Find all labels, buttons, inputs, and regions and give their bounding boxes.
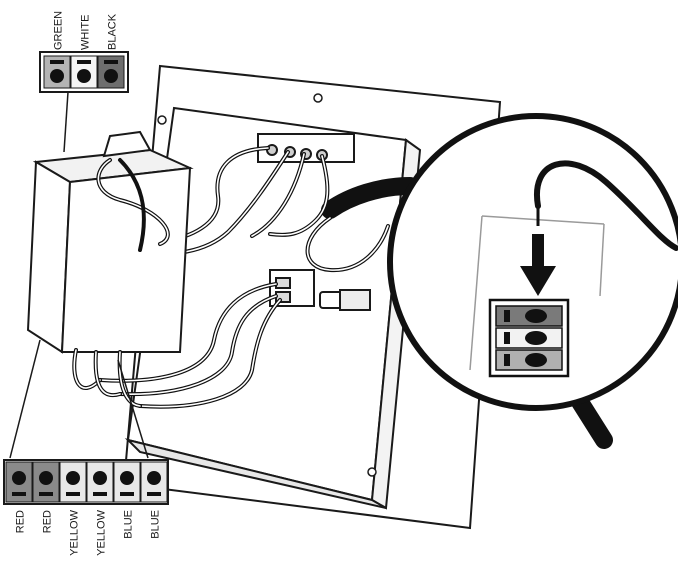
terminal-screw-icon [120,471,134,485]
controller-box [26,130,194,354]
terminal-screw-icon [93,471,107,485]
inset-wire [533,160,678,251]
connector-block [269,269,315,307]
top-terminal-block [39,51,129,93]
terminal-screw-icon [525,353,547,367]
bottom-terminal-label: BLUE [150,510,162,539]
terminal-slot [147,492,161,496]
inset-magnifier [387,113,678,449]
bottom-terminal-block [3,459,169,505]
terminal-slot [50,60,64,64]
terminal-screw-icon [147,471,161,485]
top-terminal-label: WHITE [80,15,92,50]
terminal-screw-icon [77,69,91,83]
bottom-terminal-label: YELLOW [69,509,81,555]
terminal-slot [104,60,118,64]
terminal-slot [77,60,91,64]
housing-terminal-strip [257,133,355,163]
terminal-slot [12,492,26,496]
inset-handle [571,393,613,449]
terminal-slot [120,492,134,496]
bottom-terminal-label: RED [15,510,27,533]
screw-hole-left [157,115,167,125]
down-arrow-icon [520,234,556,296]
terminal-screw-icon [50,69,64,83]
terminal-screw-icon [39,471,53,485]
screw-hole-bottom-right [367,467,377,477]
controller-wires [72,158,170,408]
thick-black-cable [321,177,419,219]
terminal-slot [504,310,510,322]
terminal-slot [66,492,80,496]
terminal-slot [504,354,510,366]
terminal-slot [39,492,53,496]
terminal-screw-icon [525,331,547,345]
terminal-screw-icon [525,309,547,323]
bottom-terminal-label: RED [42,510,54,533]
bottom-terminal-label: YELLOW [96,509,108,555]
terminal-slot [504,332,510,344]
inset-background-lines [469,215,605,371]
terminal-screw-icon [66,471,80,485]
wires-lower [98,282,282,409]
bolt [319,289,371,311]
terminal-slot [93,492,107,496]
screw-hole-top [313,93,323,103]
top-terminal-label: BLACK [107,13,119,50]
leader-lines [9,91,149,459]
top-terminal-label: GREEN [53,11,65,50]
terminal-screw-icon [104,69,118,83]
bottom-terminal-label: BLUE [123,510,135,539]
terminal-screw-icon [12,471,26,485]
